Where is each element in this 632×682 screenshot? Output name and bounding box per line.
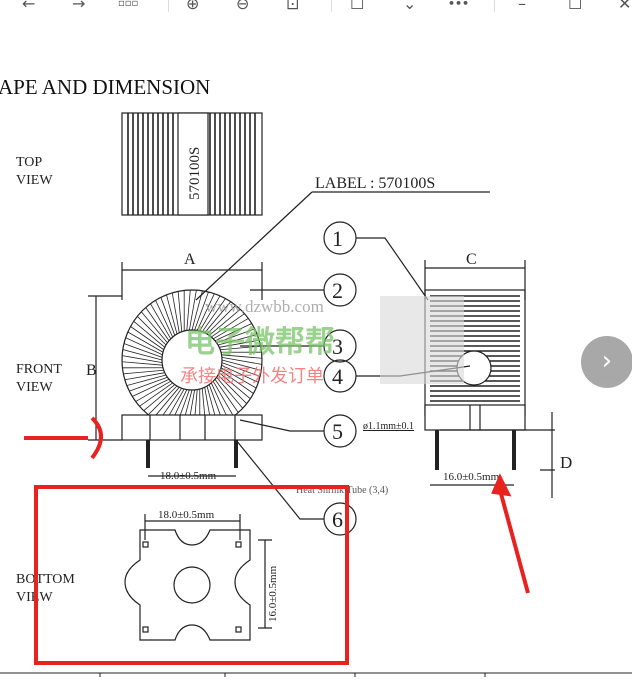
pin-diameter-dim: ø1.1mm±0.1	[363, 421, 414, 432]
winding-line	[123, 370, 163, 374]
winding-line	[128, 332, 163, 352]
watermark-url: www.dzwbb.com	[205, 297, 324, 316]
more-icon[interactable]: •••	[448, 0, 469, 14]
actual-size-icon[interactable]: ⊡	[286, 0, 299, 14]
divider	[494, 0, 495, 12]
part-label: 570100S	[187, 147, 203, 200]
winding-line	[122, 356, 162, 363]
dim-c: C	[466, 251, 477, 268]
bottom-view-label: BOTTOM	[16, 572, 75, 587]
top-view-label-2: VIEW	[16, 173, 53, 188]
winding-line	[123, 350, 162, 360]
pins	[148, 440, 236, 468]
bottom-view-hole	[174, 567, 210, 603]
chevron-down-icon[interactable]: ⌄	[403, 0, 416, 14]
image-canvas: APE AND DIMENSION TOP VIEW 570100S LABEL…	[0, 16, 632, 677]
winding-line	[192, 291, 202, 330]
winding-line	[213, 381, 233, 416]
watermark-brand: 电子微帮帮	[185, 326, 335, 359]
watermark: www.dzwbb.com 电子微帮帮 承接电子外发订单	[180, 296, 464, 386]
viewer-toolbar: ← → ▫▫▫ ⊕ ⊖ ⊡ ☐ ⌄ ••• – ☐ ✕	[0, 0, 632, 16]
divider	[168, 0, 169, 12]
winding-line	[187, 290, 190, 330]
back-icon[interactable]: ←	[22, 0, 35, 14]
crop-icon[interactable]: ☐	[350, 0, 364, 14]
toroid-base	[122, 415, 262, 440]
winding-line	[189, 290, 196, 330]
winding-line	[136, 381, 171, 401]
red-arrow-left	[24, 418, 101, 458]
winding-line	[139, 383, 172, 406]
zoom-out-icon[interactable]: ⊖	[236, 0, 249, 14]
watermark-slogan: 承接电子外发订单	[180, 366, 324, 386]
callout-5: 5	[332, 419, 343, 444]
dim-d: D	[560, 453, 572, 472]
top-view-label: TOP	[16, 155, 42, 170]
front-view-label: FRONT	[16, 362, 62, 377]
next-image-button[interactable]: ›	[581, 336, 632, 388]
callout-1: 1	[332, 226, 343, 251]
forward-icon[interactable]: →	[72, 0, 85, 14]
maximize-icon[interactable]: ☐	[568, 0, 582, 14]
winding-line	[172, 293, 179, 333]
side-spacing-dim: 16.0±0.5mm	[443, 471, 500, 483]
drawing-heading: APE AND DIMENSION	[0, 75, 210, 99]
qr-code	[380, 296, 464, 384]
zoom-in-icon[interactable]: ⊕	[186, 0, 199, 14]
dim-b: B	[86, 362, 97, 379]
winding-line	[122, 362, 162, 365]
technical-drawing: APE AND DIMENSION TOP VIEW 570100S LABEL…	[0, 16, 632, 677]
callout-4: 4	[332, 364, 343, 389]
winding-line	[178, 291, 182, 331]
red-arrow-right	[500, 490, 528, 593]
dim-a: A	[184, 251, 196, 268]
winding-line	[146, 307, 169, 340]
close-icon[interactable]: ✕	[618, 0, 631, 14]
divider	[331, 0, 332, 12]
label-callout: LABEL : 570100S	[315, 175, 435, 192]
bottom-height-dim: 16.0±0.5mm	[267, 565, 279, 622]
grid-icon[interactable]: ▫▫▫	[118, 0, 138, 14]
bottom-width-dim: 18.0±0.5mm	[158, 509, 215, 521]
winding-line	[150, 304, 170, 339]
pin-spacing-dim: 18.0±0.5mm	[160, 470, 217, 482]
red-annotations	[24, 418, 528, 663]
front-view-label-2: VIEW	[16, 380, 53, 395]
minimize-icon[interactable]: –	[518, 0, 526, 14]
callout-6: 6	[332, 507, 343, 532]
winding-line	[125, 373, 165, 380]
callout-2: 2	[332, 278, 343, 303]
